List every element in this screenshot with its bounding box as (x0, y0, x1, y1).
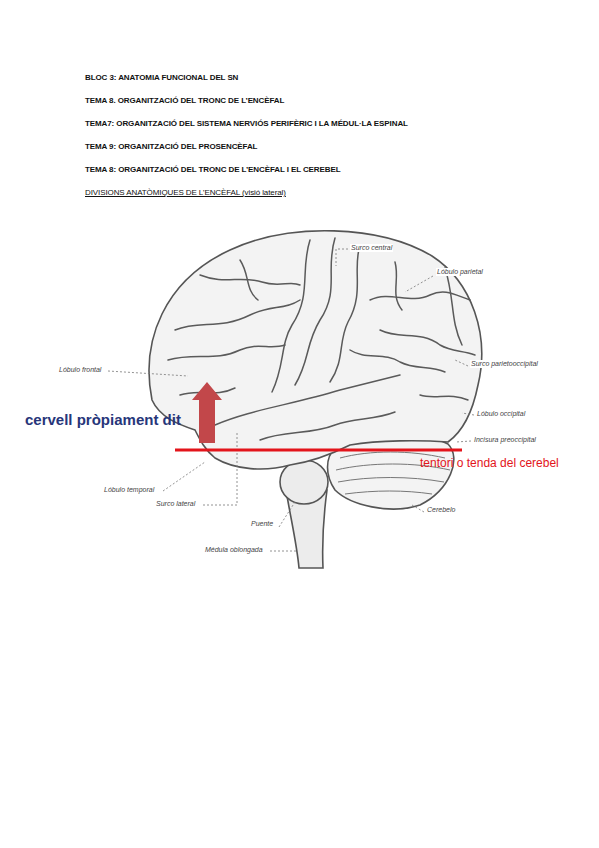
heading-line: TEMA 8: ORGANITZACIÓ DEL TRONC DE L’ENCÈ… (85, 165, 340, 174)
part-label: Puente (250, 520, 274, 528)
part-label: Médula oblongada (204, 546, 264, 554)
part-label: Cerebelo (426, 506, 456, 514)
structure-label: tentori o tenda del cerebel (420, 457, 559, 471)
part-label: Surco central (350, 244, 393, 252)
heading-line: TEMA 9: ORGANITZACIÓ DEL PROSENCÈFAL (85, 142, 257, 151)
heading-line: BLOC 3: ANATOMIA FUNCIONAL DEL SN (85, 73, 238, 82)
part-label: Lóbulo frontal (58, 366, 102, 374)
heading-line: TEMA7: ORGANITZACIÓ DEL SISTEMA NERVIÓS … (85, 119, 408, 128)
part-label: Incisura preoccipital (473, 436, 537, 444)
diagram-title: DIVISIONS ANATÒMIQUES DE L’ENCÈFAL (visi… (85, 188, 286, 197)
part-label: Lóbulo parietal (436, 268, 484, 276)
part-label: Lóbulo temporal (103, 486, 155, 494)
part-label: Surco lateral (155, 500, 196, 508)
part-label: Lóbulo occipital (476, 410, 526, 418)
part-label: Surco parietooccipital (470, 360, 539, 368)
region-label: cervell pròpiament dit (25, 411, 181, 428)
heading-line: TEMA 8. ORGANITZACIÓ DEL TRONC DE L’ENCÈ… (85, 96, 284, 105)
